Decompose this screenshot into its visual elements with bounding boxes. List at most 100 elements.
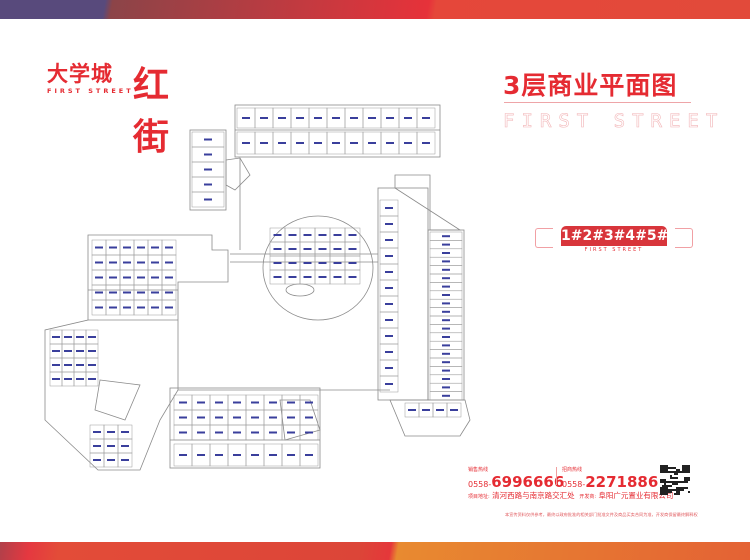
unit-label <box>278 142 286 144</box>
unit-label <box>95 246 103 249</box>
unit-label <box>123 261 131 264</box>
shop-unit <box>161 299 177 316</box>
qr-code[interactable] <box>660 465 690 495</box>
unit-label <box>93 445 101 447</box>
unit-label <box>76 364 84 366</box>
unit-label <box>273 276 282 278</box>
unit-label <box>260 117 268 119</box>
unit-label <box>385 239 393 241</box>
unit-label <box>233 454 241 456</box>
unit-label <box>151 276 159 279</box>
unit-label <box>197 454 205 456</box>
unit-label <box>64 364 72 366</box>
unit-label <box>450 409 458 411</box>
unit-label <box>442 386 450 389</box>
unit-label <box>64 378 72 380</box>
unit-label <box>305 416 313 419</box>
north-block <box>234 104 441 158</box>
unit-label <box>287 416 295 419</box>
unit-label <box>305 401 313 404</box>
unit-label <box>137 291 145 294</box>
unit-label <box>408 409 416 411</box>
unit-label <box>88 350 96 352</box>
unit-label <box>88 336 96 338</box>
unit-label <box>197 401 205 404</box>
unit-label <box>442 277 450 280</box>
unit-label <box>348 262 357 264</box>
unit-label <box>442 361 450 364</box>
south-block <box>169 387 321 469</box>
unit-label <box>215 431 223 434</box>
unit-label <box>350 117 358 119</box>
unit-label <box>404 117 412 119</box>
unit-label <box>165 246 173 249</box>
unit-label <box>76 350 84 352</box>
unit-label <box>165 276 173 279</box>
invest-prefix: 0558- <box>562 480 586 489</box>
unit-label <box>442 260 450 263</box>
logo-name-big: 红街 <box>133 65 172 158</box>
top-decorative-band <box>0 0 750 19</box>
sales-label: 销售热线 <box>468 467 489 473</box>
unit-label <box>109 261 117 264</box>
unit-label <box>233 431 241 434</box>
northwest-stair <box>225 157 251 191</box>
unit-label <box>204 198 212 201</box>
unit-label <box>197 431 205 434</box>
unit-label <box>296 117 304 119</box>
unit-label <box>151 261 159 264</box>
unit-label <box>260 142 268 144</box>
unit-label <box>93 459 101 461</box>
unit-label <box>76 336 84 338</box>
unit-label <box>442 378 450 380</box>
unit-label <box>303 276 312 278</box>
unit-label <box>442 285 450 288</box>
unit-label <box>123 276 131 279</box>
unit-label <box>303 248 312 250</box>
unit-label <box>137 276 145 279</box>
unit-label <box>318 248 327 250</box>
invest-number: 2271886 <box>585 473 659 491</box>
unit-label <box>305 431 313 434</box>
unit-label <box>442 336 450 338</box>
unit-label <box>251 401 259 404</box>
unit-label <box>52 336 60 338</box>
west-wing <box>44 234 229 471</box>
developer-label: 开发商: <box>579 494 597 500</box>
unit-label <box>273 262 282 264</box>
unit-label <box>137 246 145 249</box>
bottom-decorative-band <box>0 542 750 560</box>
unit-label <box>333 248 342 250</box>
unit-label <box>318 276 327 278</box>
unit-label <box>123 246 131 249</box>
shop-unit <box>429 391 463 401</box>
shop-unit <box>117 452 133 468</box>
sales-number: 6996666 <box>491 473 565 491</box>
unit-label <box>165 306 173 309</box>
unit-label <box>93 431 101 433</box>
unit-label <box>442 252 450 254</box>
unit-label <box>233 401 241 404</box>
unit-label <box>348 234 357 236</box>
unit-label <box>385 255 393 257</box>
shop-unit <box>191 191 225 208</box>
unit-label <box>348 276 357 278</box>
unit-label <box>287 401 295 404</box>
unit-label <box>269 416 277 419</box>
unit-label <box>269 401 277 404</box>
building-numbers-badge: 1#2#3#4#5#6# FIRST STREET <box>535 226 693 256</box>
unit-label <box>442 394 450 397</box>
unit-label <box>386 117 394 119</box>
unit-label <box>288 276 297 278</box>
unit-label <box>287 454 295 456</box>
title-divider <box>504 102 691 103</box>
unit-label <box>137 306 145 309</box>
unit-label <box>165 291 173 294</box>
page-subtitle-en: FIRST STREET <box>503 110 725 133</box>
unit-label <box>251 454 259 456</box>
unit-label <box>442 369 450 372</box>
unit-label <box>121 459 129 461</box>
unit-label <box>333 276 342 278</box>
unit-label <box>442 243 450 246</box>
unit-label <box>165 261 173 264</box>
